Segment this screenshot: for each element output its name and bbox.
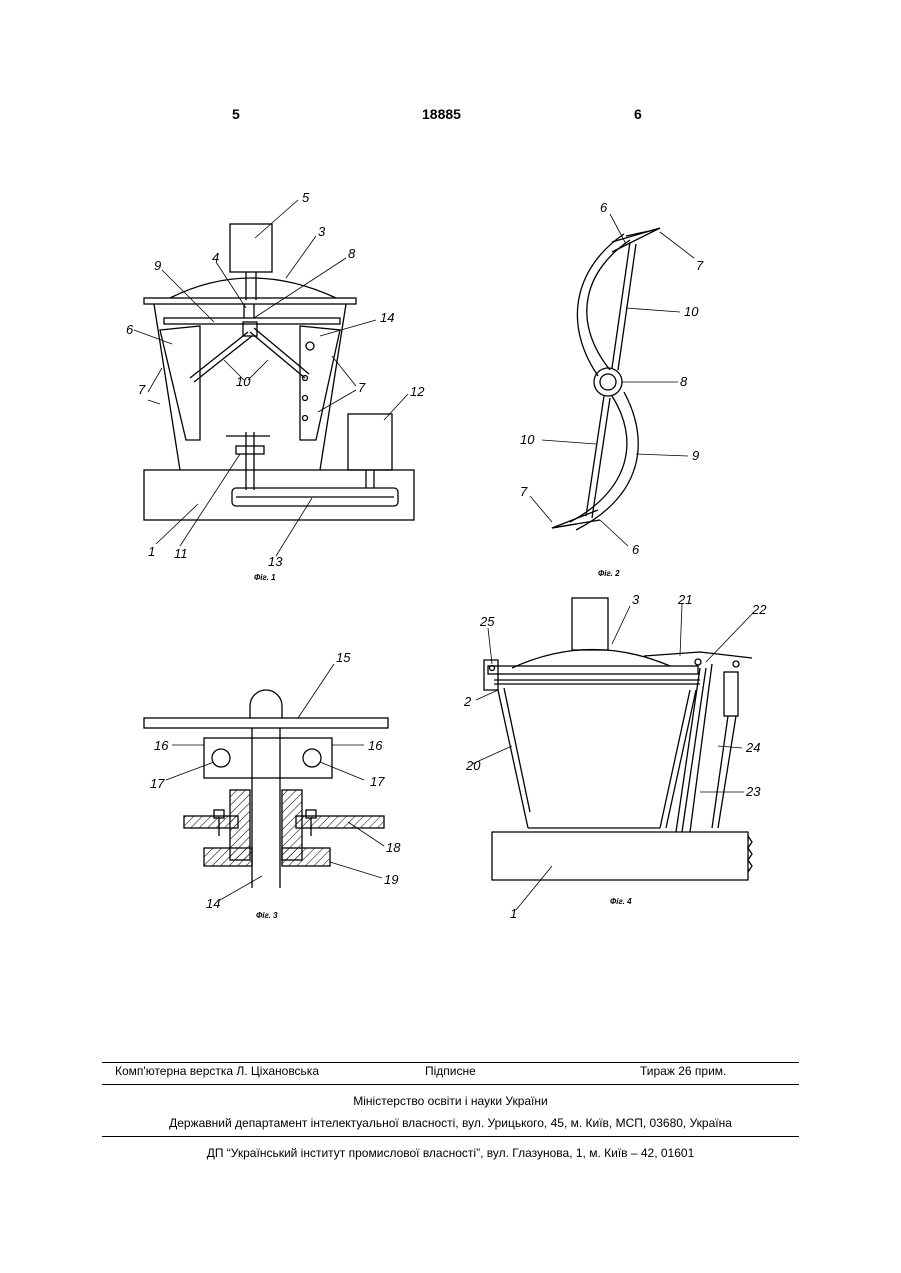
figure-2 — [552, 228, 660, 530]
footer-rule-top — [102, 1062, 799, 1063]
figure-3-leaders — [166, 664, 384, 900]
figure-2-leaders — [530, 214, 694, 546]
fig2-label-7-top: 7 — [696, 258, 704, 273]
footer-ministry: Міністерство освіти і науки України — [0, 1094, 901, 1108]
footer-institute: ДП “Український інститут промислової вла… — [0, 1146, 901, 1160]
fig4-caption: Фіг. 4 — [610, 897, 632, 906]
fig4-label-25: 25 — [479, 614, 495, 629]
figure-1-leaders — [134, 200, 408, 556]
footer-rule-middle — [102, 1084, 799, 1085]
fig1-label-5: 5 — [302, 190, 310, 205]
fig2-label-6-top: 6 — [600, 200, 608, 215]
fig1-label-7-right: 7 — [358, 380, 366, 395]
fig1-label-11: 11 — [174, 546, 188, 561]
fig2-caption: Фіг. 2 — [598, 569, 620, 578]
fig2-label-7-bottom: 7 — [520, 484, 528, 499]
fig1-label-10: 10 — [236, 374, 251, 389]
fig4-label-23: 23 — [745, 784, 761, 799]
fig1-label-13: 13 — [268, 554, 283, 569]
fig3-label-17-right: 17 — [370, 774, 385, 789]
fig1-label-4: 4 — [212, 250, 219, 265]
fig3-label-15: 15 — [336, 650, 351, 665]
fig1-label-9: 9 — [154, 258, 161, 273]
footer-circulation: Тираж 26 прим. — [640, 1064, 726, 1078]
fig2-label-8: 8 — [680, 374, 688, 389]
fig4-label-24: 24 — [745, 740, 760, 755]
fig3-label-14: 14 — [206, 896, 220, 911]
footer-typesetter: Комп'ютерна верстка Л. Ціхановська — [115, 1064, 319, 1078]
fig1-label-14: 14 — [380, 310, 394, 325]
fig1-label-7-left: 7 — [138, 382, 146, 397]
fig1-label-1: 1 — [148, 544, 155, 559]
fig3-label-16-right: 16 — [368, 738, 383, 753]
figure-4 — [484, 598, 752, 880]
fig3-label-19: 19 — [384, 872, 398, 887]
fig1-label-3: 3 — [318, 224, 326, 239]
fig3-caption: Фіг. 3 — [256, 911, 278, 920]
fig1-label-6: 6 — [126, 322, 134, 337]
fig1-caption: Фіг. 1 — [254, 573, 276, 582]
fig3-label-16-left: 16 — [154, 738, 169, 753]
fig1-label-8: 8 — [348, 246, 356, 261]
fig2-label-6-bottom: 6 — [632, 542, 640, 557]
fig3-label-17-left: 17 — [150, 776, 165, 791]
fig4-label-2: 2 — [463, 694, 472, 709]
fig4-label-21: 21 — [677, 592, 692, 607]
figure-1 — [144, 224, 414, 520]
figure-3 — [144, 690, 388, 888]
fig1-label-12: 12 — [410, 384, 425, 399]
footer-signed: Підписне — [425, 1064, 476, 1078]
fig4-label-22: 22 — [751, 602, 767, 617]
fig4-label-3: 3 — [632, 592, 640, 607]
fig4-label-1: 1 — [510, 906, 517, 921]
fig4-label-20: 20 — [465, 758, 481, 773]
footer-department: Державний департамент інтелектуальної вл… — [0, 1116, 901, 1130]
footer-rule-bottom — [102, 1136, 799, 1137]
fig2-label-10-top: 10 — [684, 304, 699, 319]
fig2-label-9: 9 — [692, 448, 699, 463]
fig2-label-10-bottom: 10 — [520, 432, 535, 447]
fig3-label-18: 18 — [386, 840, 401, 855]
